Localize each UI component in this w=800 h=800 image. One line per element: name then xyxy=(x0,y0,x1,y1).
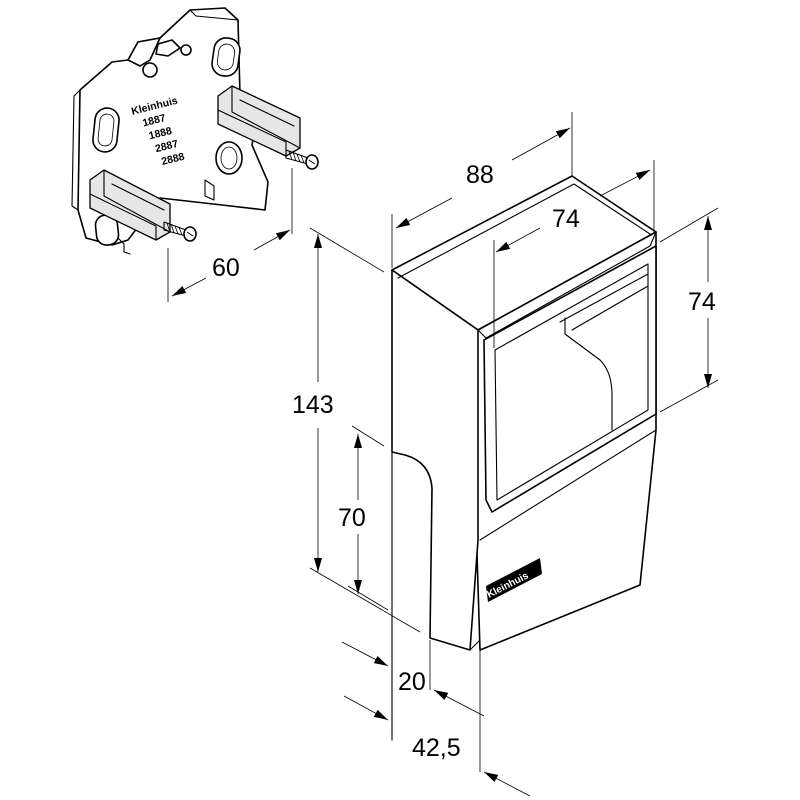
dimension-70: 70 xyxy=(338,425,389,611)
dimension-88: 88 xyxy=(391,112,573,268)
dimension-label: 74 xyxy=(552,205,580,233)
plate-model-number: 1888 xyxy=(148,125,174,142)
screw-icon xyxy=(285,149,319,170)
clip-rail xyxy=(217,85,301,157)
mounting-plate: Kleinhuis 1887 1888 2887 2888 xyxy=(71,7,319,255)
plate-slot xyxy=(211,37,241,77)
dimension-74-width: 74 xyxy=(493,160,655,348)
screw-icon xyxy=(163,221,197,242)
plate-slot xyxy=(215,141,243,175)
dimension-label: 60 xyxy=(212,254,240,282)
plate-model-number: 2887 xyxy=(154,138,180,155)
dimension-label: 20 xyxy=(398,668,426,696)
dimension-60: 60 xyxy=(167,168,293,302)
plate-model-number: 1887 xyxy=(141,112,167,129)
box-housing: Kleinhuis xyxy=(391,175,657,741)
dimension-42-5: 42,5 xyxy=(343,650,531,797)
dimension-label: 74 xyxy=(688,288,716,316)
dimension-label: 88 xyxy=(466,161,494,189)
dimension-143: 143 xyxy=(292,227,421,633)
dimension-74-height: 74 xyxy=(659,207,719,413)
plate-slot xyxy=(92,107,120,153)
dimension-label: 143 xyxy=(292,391,334,419)
plate-model-number: 2888 xyxy=(160,151,186,168)
dimension-20: 20 xyxy=(341,640,485,717)
dimension-label: 70 xyxy=(338,504,366,532)
dimension-label: 42,5 xyxy=(412,734,461,762)
